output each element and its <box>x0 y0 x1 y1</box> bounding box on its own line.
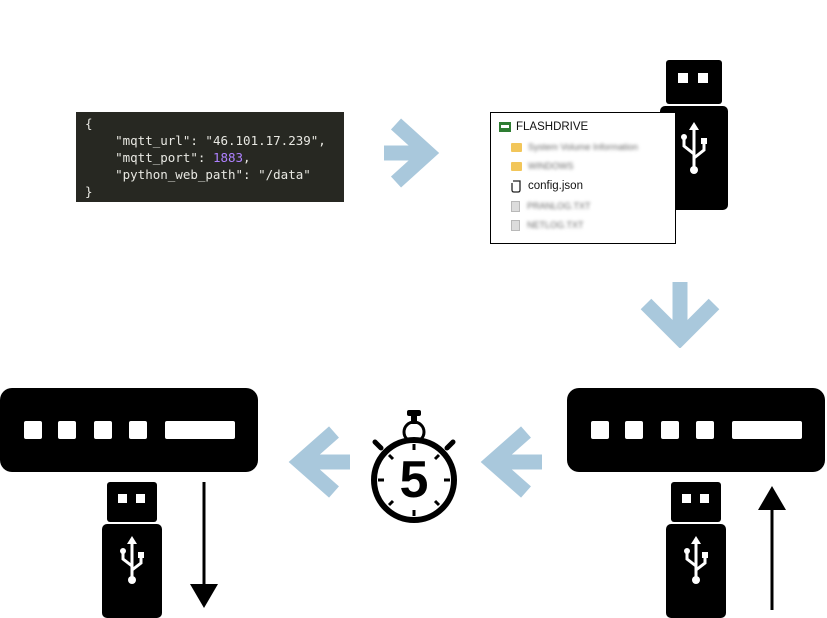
list-item-folder-2[interactable]: WINDOWS <box>511 158 574 174</box>
code-key-mqtt-port: "mqtt_port": <box>85 150 213 165</box>
router-right <box>567 388 825 472</box>
router-led <box>696 421 714 439</box>
chevron-arrow-left-icon <box>288 426 350 498</box>
usb-stick-right-icon <box>666 482 726 618</box>
code-line-5: } <box>85 184 93 199</box>
chevron-arrow-down-icon <box>640 282 720 348</box>
list-item-file-1[interactable]: PRANLOG.TXT <box>511 198 591 214</box>
arrow-up-icon <box>758 486 786 610</box>
list-item-folder-1[interactable]: System Volume Information <box>511 139 638 155</box>
code-value-mqtt-port: 1883 <box>212 150 244 165</box>
chevron-arrow-right-icon <box>384 118 440 188</box>
code-value-python-web-path: "/data" <box>258 167 311 182</box>
drive-label: FLASHDRIVE <box>516 121 589 133</box>
usb-stick-top-icon <box>660 60 728 210</box>
text-file-icon <box>511 219 520 231</box>
file-name: PRANLOG.TXT <box>527 201 591 211</box>
folder-icon <box>511 161 522 171</box>
folder-icon <box>511 142 522 152</box>
code-key-python-web-path: "python_web_path": <box>85 167 259 182</box>
chevron-arrow-left-icon <box>480 426 542 498</box>
arrow-down-icon <box>190 482 218 608</box>
stopwatch-icon: 5 <box>365 408 461 526</box>
code-value-mqtt-url: "46.101.17.239", <box>205 133 326 148</box>
config-code-panel: { "mqtt_url": "46.101.17.239", "mqtt_por… <box>76 112 344 202</box>
usb-symbol-icon <box>682 128 706 168</box>
file-name: WINDOWS <box>528 161 574 171</box>
router-port <box>732 421 802 439</box>
file-name: System Volume Information <box>528 142 639 152</box>
list-item-file-2[interactable]: NETLOG.TXT <box>511 217 584 233</box>
list-item-config-json[interactable]: config.json <box>511 178 583 194</box>
router-led <box>94 421 112 439</box>
code-key-mqtt-url: "mqtt_url": <box>85 133 206 148</box>
router-led <box>661 421 679 439</box>
file-name: NETLOG.TXT <box>527 220 584 230</box>
stopwatch-value: 5 <box>399 451 429 509</box>
drive-icon <box>499 122 511 132</box>
json-file-icon <box>511 179 521 193</box>
drive-row[interactable]: FLASHDRIVE <box>499 119 588 135</box>
text-file-icon <box>511 200 520 212</box>
router-led <box>591 421 609 439</box>
file-name-config: config.json <box>528 180 583 192</box>
router-left <box>0 388 258 472</box>
router-led <box>58 421 76 439</box>
router-led <box>129 421 147 439</box>
file-explorer-window: FLASHDRIVE System Volume Information WIN… <box>490 112 676 244</box>
usb-stick-left-icon <box>102 482 162 618</box>
code-comma: , <box>243 150 251 165</box>
router-led <box>24 421 42 439</box>
code-line-1: { <box>85 116 93 131</box>
router-led <box>625 421 643 439</box>
router-port <box>165 421 235 439</box>
